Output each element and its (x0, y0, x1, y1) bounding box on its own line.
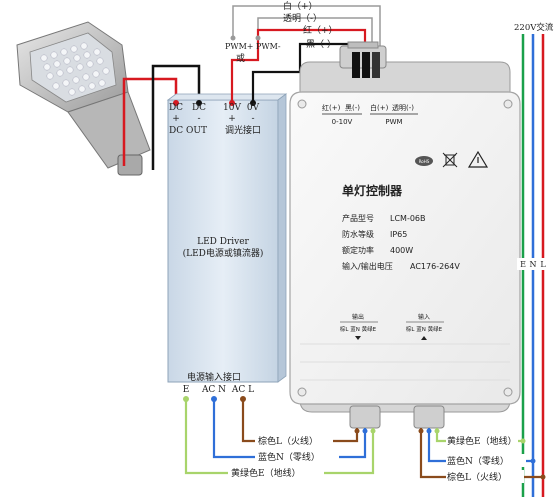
svg-text:棕L 蓝N 黄绿E: 棕L 蓝N 黄绿E (406, 325, 443, 333)
transparent-wire-label: 透明（-） (283, 13, 322, 24)
ctrl-range-label: 0-10V (332, 118, 353, 126)
spec-label-1: 防水等级 (342, 229, 374, 239)
warning-icon (467, 150, 489, 168)
dc-output-wires (122, 64, 201, 170)
term-e-label: E (183, 385, 190, 395)
street-lamp-image (16, 21, 151, 176)
input-blue-label: 蓝色N（零线） (447, 455, 509, 467)
ac-line-label: 220V交流 (514, 22, 554, 33)
pwm-minus-dot (255, 35, 261, 41)
dc-out-label: DC OUT (169, 126, 207, 136)
controller-box (289, 41, 521, 429)
power-port-label: 电源输入接口 (187, 371, 241, 383)
driver-labels: DC DC 10V 0V + - + - DC OUT 调光接口 LED Dri… (169, 103, 263, 395)
red-dim-wire (230, 28, 367, 103)
controller-top-cable (352, 52, 380, 78)
v0-minus-sign: - (251, 114, 254, 124)
v10-label: 10V (223, 103, 241, 113)
black-wire-label: 黑（-） (306, 39, 336, 50)
spec-table: 产品型号 防水等级 额定功率 输入/输出电压 LCM-06B IP65 400W… (342, 213, 460, 271)
v0-label: 0V (247, 103, 260, 113)
white-pwm-wire (232, 5, 381, 50)
input-brown-label: 棕色L（火线） (447, 471, 507, 483)
spec-value-2: 400W (390, 246, 413, 255)
dc-plus-terminal (173, 100, 179, 106)
white-wire-label: 白（+） (283, 0, 318, 12)
spec-value-1: IP65 (390, 230, 407, 239)
svg-text:输入: 输入 (418, 313, 430, 321)
output-blue-label: 蓝色N（零线） (258, 451, 320, 463)
dc-plus-sign: + (172, 114, 180, 124)
pwm-plus-dot (230, 35, 236, 41)
ctrl-transparent-minus: 透明(-) (392, 104, 414, 112)
spec-value-0: LCM-06B (390, 214, 426, 223)
controller-title: 单灯控制器 (342, 183, 403, 198)
controller-port-labels: 红(+) 黑(-) 白(+) 透明(-) 0-10V PWM (322, 103, 418, 126)
svg-text:输出: 输出 (352, 313, 364, 321)
red-wire-label: 红（+） (303, 24, 338, 36)
mains-letter-l: L (540, 260, 546, 269)
dc-minus-sign: - (197, 114, 200, 124)
spec-label-2: 额定功率 (342, 245, 374, 255)
output-terminal-label: 输出 棕L 蓝N 黄绿E (340, 313, 378, 340)
dc-positive-wire (122, 77, 178, 166)
output-yg-label: 黄绿色E（地线） (231, 467, 301, 479)
spec-value-3: AC176-264V (410, 262, 460, 271)
output-wire-ends (354, 428, 376, 434)
input-wire-ends (418, 428, 546, 480)
ctrl-white-plus: 白(+) (370, 103, 389, 112)
transparent-pwm-wire (257, 17, 373, 50)
dc-plus-label: DC (169, 103, 183, 113)
svg-text:棕L 蓝N 黄绿E: 棕L 蓝N 黄绿E (340, 325, 377, 333)
dc-negative-wire (151, 64, 201, 170)
ctrl-red-plus: 红(+) (322, 103, 341, 112)
spec-label-0: 产品型号 (342, 213, 374, 223)
rohs-icon: RoHS (415, 156, 433, 166)
ctrl-pwm-label: PWM (385, 118, 402, 126)
input-yg-label: 黄绿色E（地线） (447, 435, 517, 447)
mains-letter-e: E (520, 260, 526, 269)
driver-subtitle: (LED电源或镇流器) (183, 247, 264, 259)
spec-label-3: 输入/输出电压 (342, 261, 393, 271)
or-label: 或 (236, 52, 245, 64)
driver-title: LED Driver (197, 237, 249, 247)
output-brown-label: 棕色L（火线） (258, 435, 318, 447)
term-acl-label: AC L (231, 385, 254, 395)
input-terminal-label: 输入 棕L 蓝N 黄绿E (406, 313, 444, 340)
dc-minus-terminal (196, 100, 202, 106)
dc-minus-label: DC (192, 103, 206, 113)
pwm-label: PWM+ PWM- (225, 42, 281, 51)
led-driver-box (166, 93, 288, 383)
v10-plus-sign: + (228, 114, 236, 124)
svg-text:RoHS: RoHS (419, 159, 430, 164)
weee-bin-icon (442, 152, 458, 168)
term-acn-label: AC N (201, 385, 226, 395)
dimming-port-label: 调光接口 (225, 124, 261, 136)
dimming-wires (230, 5, 381, 103)
mains-letter-n: N (530, 260, 537, 269)
ctrl-black-minus: 黑(-) (345, 104, 360, 112)
